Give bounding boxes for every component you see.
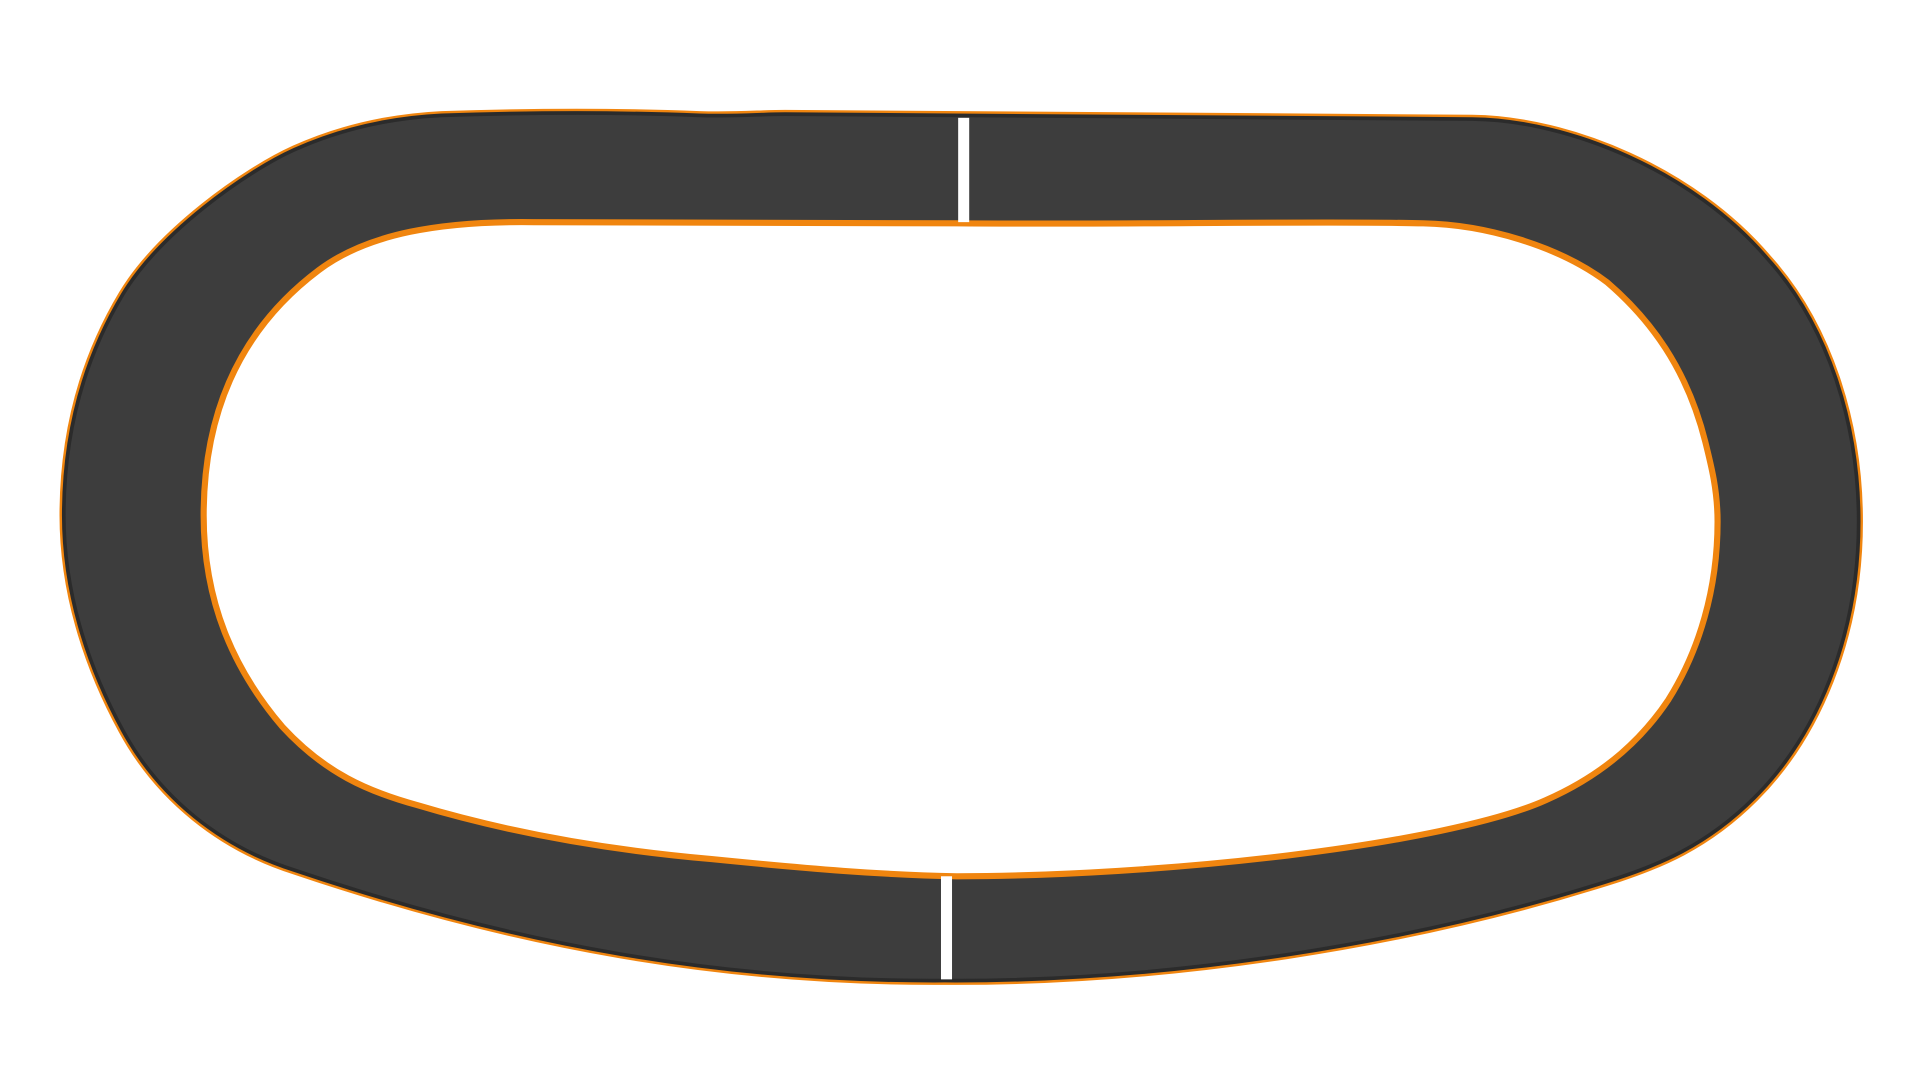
track-inner-border bbox=[200, 218, 1721, 880]
top-line-marking bbox=[958, 117, 970, 223]
bottom-line-marking bbox=[940, 876, 953, 980]
